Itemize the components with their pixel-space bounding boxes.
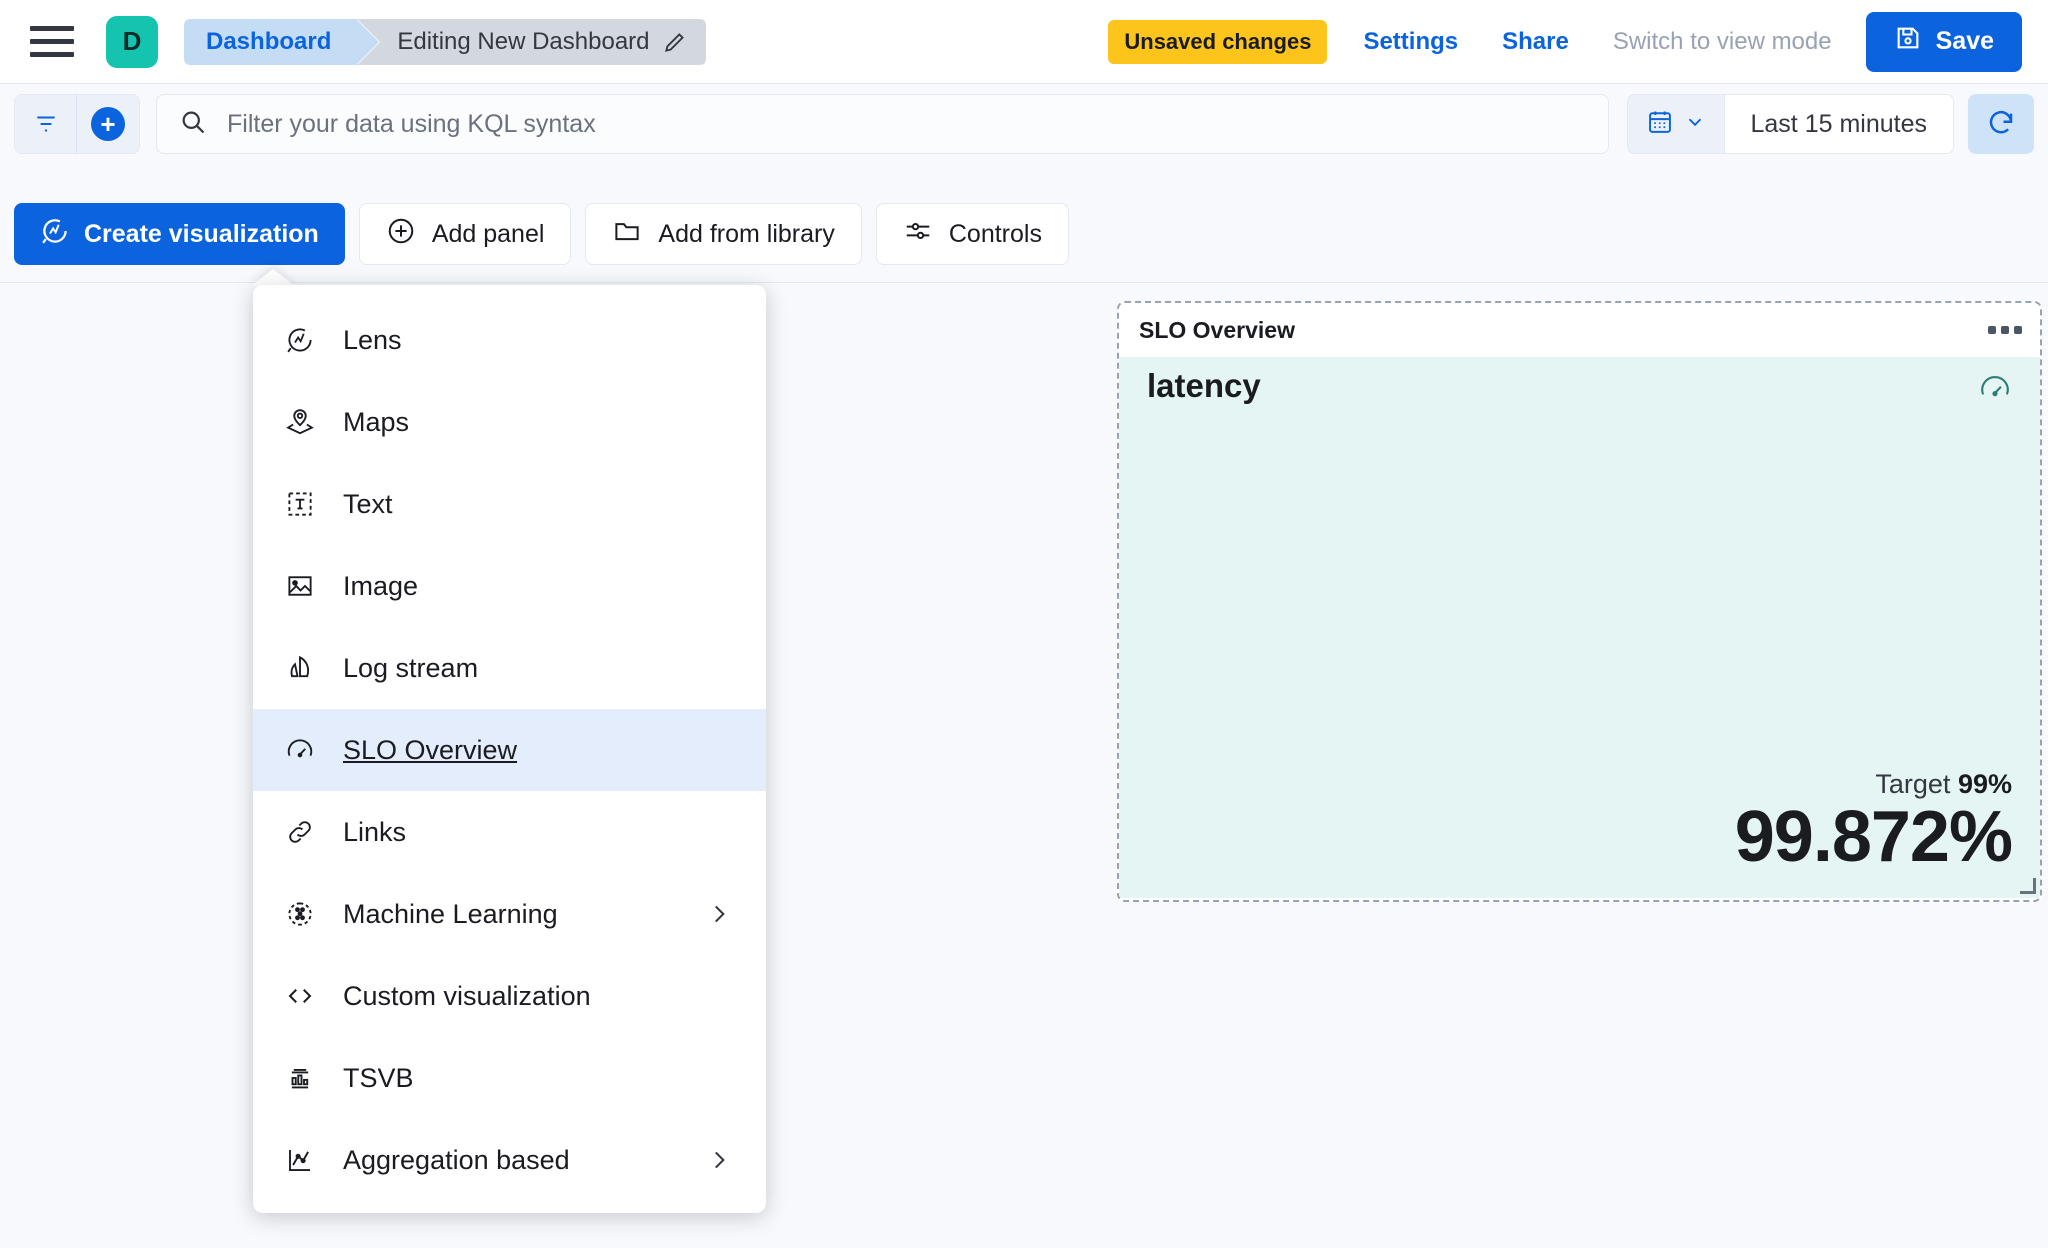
menu-item-aggregation-based[interactable]: Aggregation based bbox=[253, 1119, 766, 1201]
date-picker: Last 15 minutes bbox=[1626, 94, 1954, 154]
controls-label: Controls bbox=[948, 219, 1042, 248]
chevron-right-icon bbox=[706, 1147, 732, 1173]
slo-overview-panel[interactable]: SLO Overview latency Target 99% 99.872% bbox=[1117, 301, 2042, 902]
share-link[interactable]: Share bbox=[1502, 27, 1569, 55]
plus-icon: + bbox=[91, 107, 125, 141]
create-visualization-button[interactable]: Create visualization bbox=[14, 203, 345, 265]
header-actions: Unsaved changes Settings Share Switch to… bbox=[1108, 11, 2048, 72]
menu-item-label: Lens bbox=[343, 324, 402, 355]
space-avatar[interactable]: D bbox=[106, 15, 158, 68]
image-icon bbox=[283, 571, 317, 601]
panel-body: latency Target 99% 99.872% bbox=[1119, 357, 2040, 898]
menu-item-links[interactable]: Links bbox=[253, 791, 766, 873]
slo-metric-name: latency bbox=[1147, 367, 1261, 404]
lens-icon bbox=[283, 325, 317, 355]
menu-item-machine-learning[interactable]: Machine Learning bbox=[253, 873, 766, 955]
save-disk-icon bbox=[1894, 24, 1922, 59]
slo-current-value: 99.872% bbox=[1734, 797, 2013, 878]
settings-link[interactable]: Settings bbox=[1363, 27, 1459, 55]
aggregation-icon bbox=[283, 1145, 317, 1175]
tsvb-chart-icon bbox=[283, 1063, 317, 1093]
save-button[interactable]: Save bbox=[1865, 11, 2022, 72]
search-icon bbox=[179, 108, 207, 141]
dashboard-toolbar: Create visualization Add panel Add from … bbox=[0, 198, 2048, 270]
menu-item-label: Links bbox=[343, 816, 407, 847]
machine-learning-icon bbox=[283, 899, 317, 929]
query-bar: + Filter your data using KQL syntax bbox=[0, 84, 2048, 164]
app-header: D Dashboard Editing New Dashboard Unsave… bbox=[0, 0, 2048, 84]
add-from-library-button[interactable]: Add from library bbox=[585, 203, 862, 265]
unsaved-changes-badge: Unsaved changes bbox=[1108, 19, 1328, 64]
gauge-icon bbox=[283, 735, 317, 765]
add-from-library-label: Add from library bbox=[658, 219, 835, 248]
breadcrumb-dashboard-label: Dashboard bbox=[206, 27, 332, 55]
refresh-button[interactable] bbox=[1968, 94, 2034, 154]
panel-header: SLO Overview bbox=[1119, 303, 2040, 357]
save-button-label: Save bbox=[1935, 27, 1994, 55]
search-placeholder: Filter your data using KQL syntax bbox=[227, 109, 596, 138]
slo-value-block: Target 99% 99.872% bbox=[1147, 769, 2013, 878]
menu-item-tsvb[interactable]: TSVB bbox=[253, 1037, 766, 1119]
add-filter-button[interactable]: + bbox=[77, 95, 139, 153]
menu-item-lens[interactable]: Lens bbox=[253, 299, 766, 381]
switch-to-view-mode-link[interactable]: Switch to view mode bbox=[1612, 27, 1832, 55]
search-input[interactable]: Filter your data using KQL syntax bbox=[156, 94, 1609, 154]
chevron-right-icon bbox=[706, 901, 732, 927]
metric-header-row: latency bbox=[1147, 367, 2012, 410]
slo-target-value: 99% bbox=[1957, 769, 2012, 800]
add-panel-label: Add panel bbox=[431, 219, 545, 248]
menu-item-label: Log stream bbox=[343, 652, 479, 683]
folder-icon bbox=[612, 216, 642, 253]
menu-item-label: Image bbox=[343, 570, 419, 601]
menu-item-image[interactable]: Image bbox=[253, 545, 766, 627]
menu-item-label: Machine Learning bbox=[343, 898, 558, 929]
controls-button[interactable]: Controls bbox=[875, 203, 1069, 265]
menu-item-label: SLO Overview bbox=[343, 734, 518, 765]
menu-item-custom-visualization[interactable]: Custom visualization bbox=[253, 955, 766, 1037]
menu-item-maps[interactable]: Maps bbox=[253, 381, 766, 463]
plus-circle-icon bbox=[386, 216, 416, 253]
create-visualization-label: Create visualization bbox=[84, 219, 319, 248]
menu-item-text[interactable]: Text bbox=[253, 463, 766, 545]
log-stream-icon bbox=[283, 653, 317, 683]
filter-controls: + bbox=[14, 94, 140, 154]
pencil-icon[interactable] bbox=[662, 29, 688, 55]
toolbar-divider bbox=[0, 282, 2048, 283]
slo-target-label: Target bbox=[1875, 769, 1951, 800]
text-box-icon bbox=[283, 489, 317, 519]
sliders-icon bbox=[903, 216, 933, 253]
code-icon bbox=[283, 981, 317, 1011]
add-panel-button[interactable]: Add panel bbox=[358, 203, 572, 265]
menu-item-label: Aggregation based bbox=[343, 1144, 570, 1175]
popover-arrow bbox=[251, 269, 295, 286]
menu-item-slo-overview[interactable]: SLO Overview bbox=[253, 709, 766, 791]
date-range-value[interactable]: Last 15 minutes bbox=[1724, 95, 1953, 153]
breadcrumb-dashboard[interactable]: Dashboard bbox=[184, 18, 380, 65]
menu-item-label: TSVB bbox=[343, 1062, 414, 1093]
add-panel-menu: Lens Maps Text Image bbox=[253, 285, 766, 1213]
lens-icon bbox=[40, 216, 70, 253]
link-icon bbox=[283, 817, 317, 847]
calendar-icon bbox=[1646, 108, 1674, 141]
gauge-icon bbox=[1978, 371, 2012, 410]
filter-icon[interactable] bbox=[15, 95, 77, 153]
chevron-down-icon bbox=[1684, 111, 1706, 138]
menu-item-log-stream[interactable]: Log stream bbox=[253, 627, 766, 709]
panel-resize-handle[interactable] bbox=[2020, 878, 2036, 894]
space-avatar-label: D bbox=[122, 26, 142, 56]
hamburger-icon[interactable] bbox=[30, 24, 76, 60]
menu-item-label: Custom visualization bbox=[343, 980, 591, 1011]
menu-item-label: Text bbox=[343, 488, 393, 519]
breadcrumb-current-label: Editing New Dashboard bbox=[397, 27, 650, 55]
grab-handle-icon[interactable] bbox=[1988, 326, 2022, 334]
breadcrumb-current[interactable]: Editing New Dashboard bbox=[357, 18, 706, 65]
map-marker-icon bbox=[283, 407, 317, 437]
refresh-icon bbox=[1986, 108, 2016, 141]
slo-target: Target 99% bbox=[1147, 769, 2012, 800]
menu-item-label: Maps bbox=[343, 406, 410, 437]
date-quick-select-button[interactable] bbox=[1627, 95, 1725, 153]
breadcrumb: Dashboard Editing New Dashboard bbox=[184, 18, 706, 65]
panel-title: SLO Overview bbox=[1139, 316, 1295, 343]
